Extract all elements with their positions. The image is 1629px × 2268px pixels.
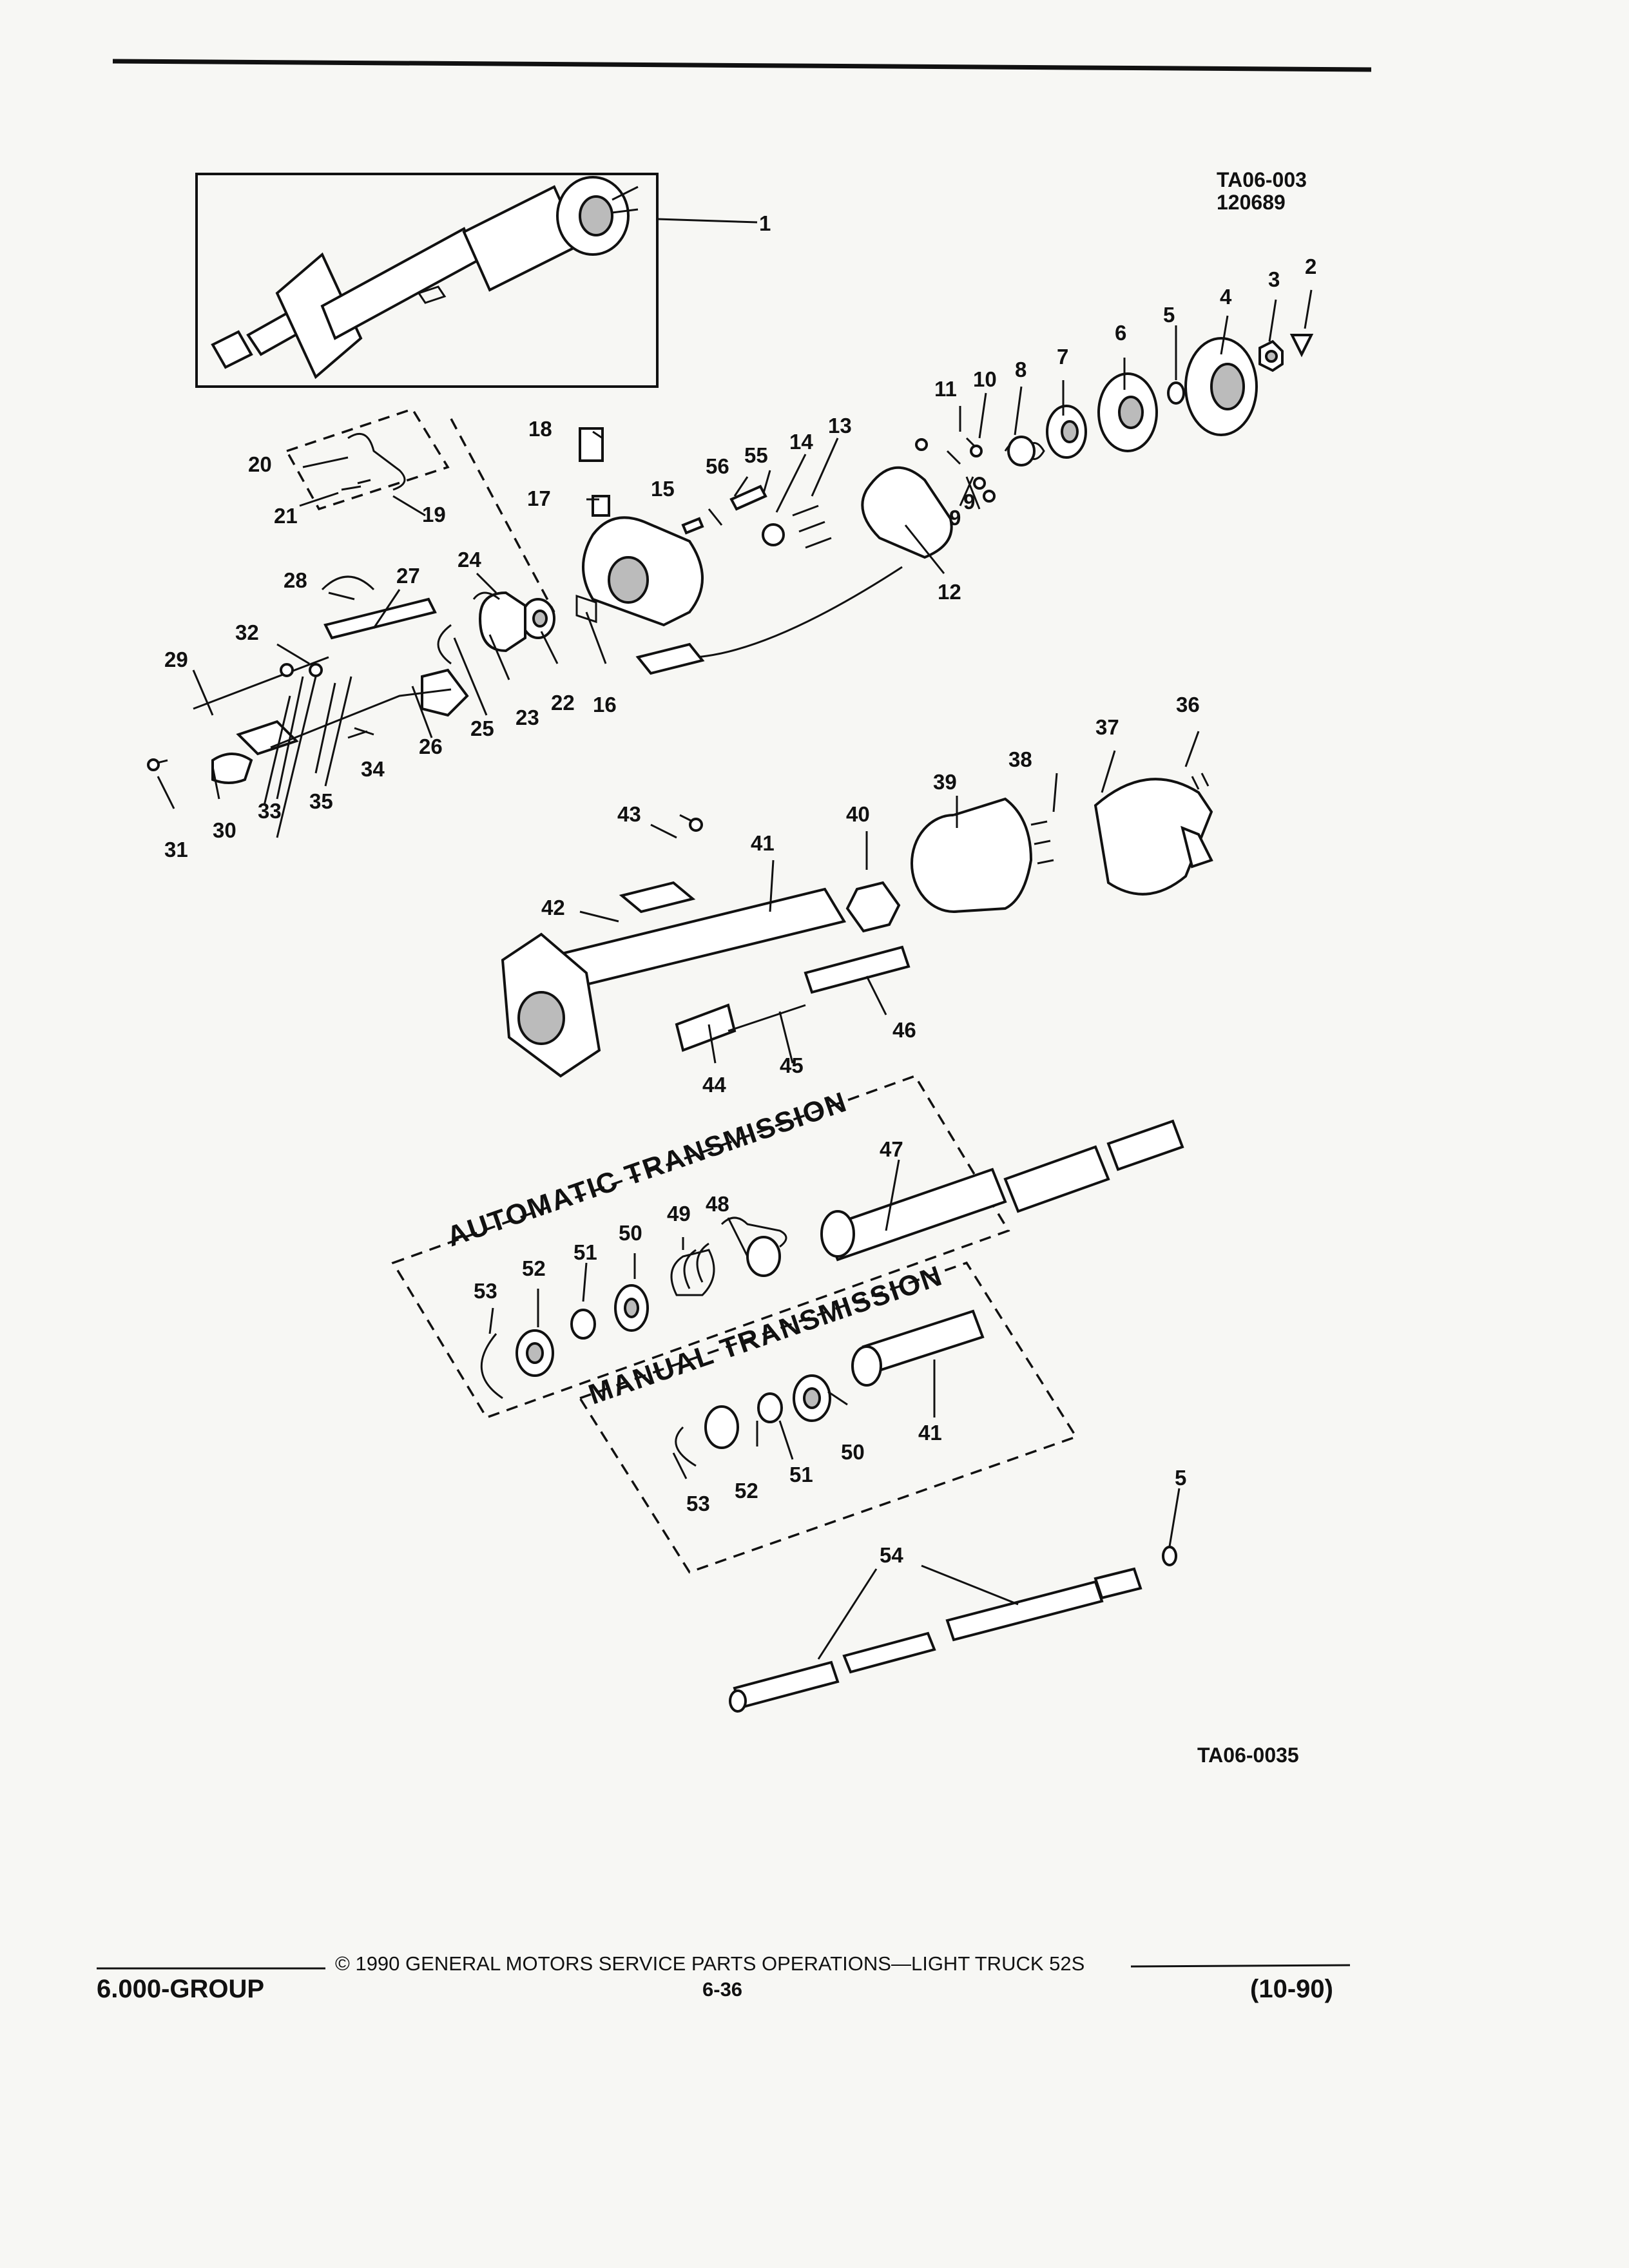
callout-52-manual: 52 [735,1479,758,1503]
callout-38: 38 [1008,747,1032,771]
figure-code-top-1: TA06-003 [1217,168,1307,191]
callout-36: 36 [1176,693,1200,716]
callout-55: 55 [744,443,768,467]
callout-5-shaft: 5 [1175,1466,1186,1490]
callout-25: 25 [470,716,494,740]
footer-rule-right [1130,1964,1351,1968]
callout-26: 26 [419,735,443,758]
column-jacket-parts [501,773,1213,1078]
callout-5: 5 [1163,303,1175,327]
footer-page-number: 6-36 [702,1978,743,2001]
callout-39: 39 [933,770,957,794]
callout-21: 21 [274,504,298,528]
callout-2: 2 [1305,255,1316,278]
callout-numbers: 1 2 3 4 5 6 7 8 9 10 11 12 13 14 15 16 1… [164,211,1316,1567]
callout-32: 32 [235,620,259,644]
footer-group: 6.000-GROUP [97,1975,265,2003]
callout-11: 11 [934,377,957,401]
footer-copyright: © 1990 GENERAL MOTORS SERVICE PARTS OPER… [335,1952,1085,1975]
callout-52: 52 [522,1256,546,1280]
callout-33: 33 [258,799,282,823]
callout-45: 45 [780,1053,804,1077]
callout-6: 6 [1115,321,1126,345]
footer-date: (10-90) [1250,1975,1333,2003]
callout-43: 43 [617,802,641,826]
callout-40: 40 [846,802,870,826]
callout-50-manual: 50 [841,1440,865,1464]
callout-44: 44 [702,1073,726,1097]
callout-46: 46 [892,1018,916,1042]
figure-code-top-2: 120689 [1217,191,1286,214]
callout-37: 37 [1095,715,1119,739]
callout-34: 34 [361,757,385,781]
callout-14: 14 [789,430,813,454]
callout-24: 24 [458,548,481,572]
callout-41-manual: 41 [918,1421,942,1445]
callout-7: 7 [1057,345,1068,369]
callout-22: 22 [551,691,575,715]
callout-28: 28 [284,568,307,592]
callout-50: 50 [619,1221,642,1245]
column-assembly-inset [195,173,659,388]
callout-54: 54 [880,1543,903,1567]
leader-1 [657,218,758,224]
callout-42: 42 [541,896,565,919]
callout-27: 27 [396,564,420,588]
callout-47: 47 [880,1137,903,1161]
steering-shaft-parts [729,1546,1177,1713]
callout-29: 29 [164,648,188,671]
callout-35: 35 [309,789,333,813]
callout-56: 56 [706,454,729,478]
callout-1: 1 [759,211,771,235]
manual-transmission-region: MANUAL TRANSMISSION [578,1260,1078,1574]
callout-20: 20 [248,452,272,476]
callout-53: 53 [474,1279,497,1303]
callout-51: 51 [574,1240,597,1264]
leader-lines [157,289,1313,1660]
switch-contact-inset [285,407,555,613]
callout-18: 18 [528,417,552,441]
callout-41: 41 [751,831,775,855]
callout-9-upper: 9 [963,490,975,514]
callout-23: 23 [516,706,539,729]
callout-17: 17 [527,486,551,510]
callout-13: 13 [828,414,852,437]
figure-code-bottom: TA06-0035 [1197,1744,1299,1767]
callout-19: 19 [422,503,446,526]
upper-hardware-parts [915,334,1314,503]
callout-30: 30 [213,818,236,842]
callout-53-manual: 53 [686,1492,710,1515]
manual-transmission-banner: MANUAL TRANSMISSION [584,1260,947,1410]
top-rule [112,59,1372,72]
lock-housing-parts [575,427,953,675]
callout-15: 15 [651,477,675,501]
callout-51-manual: 51 [789,1463,813,1486]
callout-3: 3 [1268,267,1280,291]
callout-31: 31 [164,838,188,861]
callout-49: 49 [667,1202,691,1225]
callout-8: 8 [1015,358,1027,381]
callout-16: 16 [593,693,617,716]
callout-48: 48 [706,1192,729,1216]
automatic-transmission-region: AUTOMATIC TRANSMISSION [391,1074,1184,1419]
automatic-transmission-banner: AUTOMATIC TRANSMISSION [443,1086,851,1253]
callout-10: 10 [973,367,997,391]
callout-12: 12 [938,580,961,604]
callout-9: 9 [949,506,961,530]
callout-4: 4 [1220,285,1232,309]
